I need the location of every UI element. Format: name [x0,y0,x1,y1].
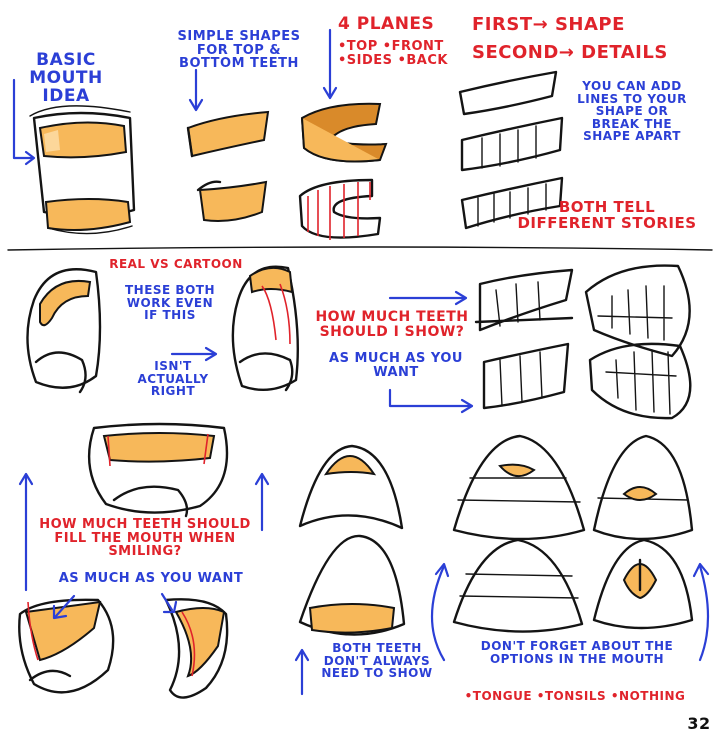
note-second-details: SECOND→ DETAILS [472,42,668,63]
note-both-teeth: BOTH TEETH DON'T ALWAYS NEED TO SHOW [321,641,433,681]
note-four-planes-items: •TOP •FRONT •SIDES •BACK [338,39,448,68]
note-both-tell: BOTH TELL DIFFERENT STORIES [517,198,697,232]
note-as-much-want: AS MUCH AS YOU WANT [329,351,463,380]
basic-mouth-sketch [29,105,136,235]
simple-teeth-shapes [186,110,270,222]
note-real-vs-cartoon: REAL VS CARTOON [109,257,243,271]
teeth-show-amount [474,264,692,420]
note-options: •TONGUE •TONSILS •NOTHING [464,689,686,703]
smiling-mouths [18,422,229,699]
note-as-much-want-2: AS MUCH AS YOU WANT [58,571,244,586]
note-these-both-work: THESE BOTH WORK EVEN IF THIS [124,283,216,323]
note-dont-forget: DON'T FORGET ABOUT THE OPTIONS IN THE MO… [480,639,674,666]
note-add-lines: YOU CAN ADD LINES TO YOUR SHAPE OR BREAK… [577,79,687,144]
real-vs-cartoon-mouths [26,265,299,394]
teeth-strips-details [458,70,564,230]
note-first-shape: FIRST→ SHAPE [472,14,625,35]
page-number: 32 [687,714,711,733]
note-four-planes-title: 4 PLANES [338,14,435,34]
note-how-much-show: HOW MUCH TEETH SHOULD I SHOW? [315,309,469,340]
four-planes-teeth [298,102,388,240]
arch-mouths [298,434,694,636]
note-basic-mouth-idea: BASIC MOUTH IDEA [29,50,103,106]
note-simple-shapes: SIMPLE SHAPES FOR TOP & BOTTOM TEETH [177,29,301,72]
note-isnt-right: ISN'T ACTUALLY RIGHT [137,359,209,399]
note-how-much-fill: HOW MUCH TEETH SHOULD FILL THE MOUTH WHE… [39,517,251,560]
